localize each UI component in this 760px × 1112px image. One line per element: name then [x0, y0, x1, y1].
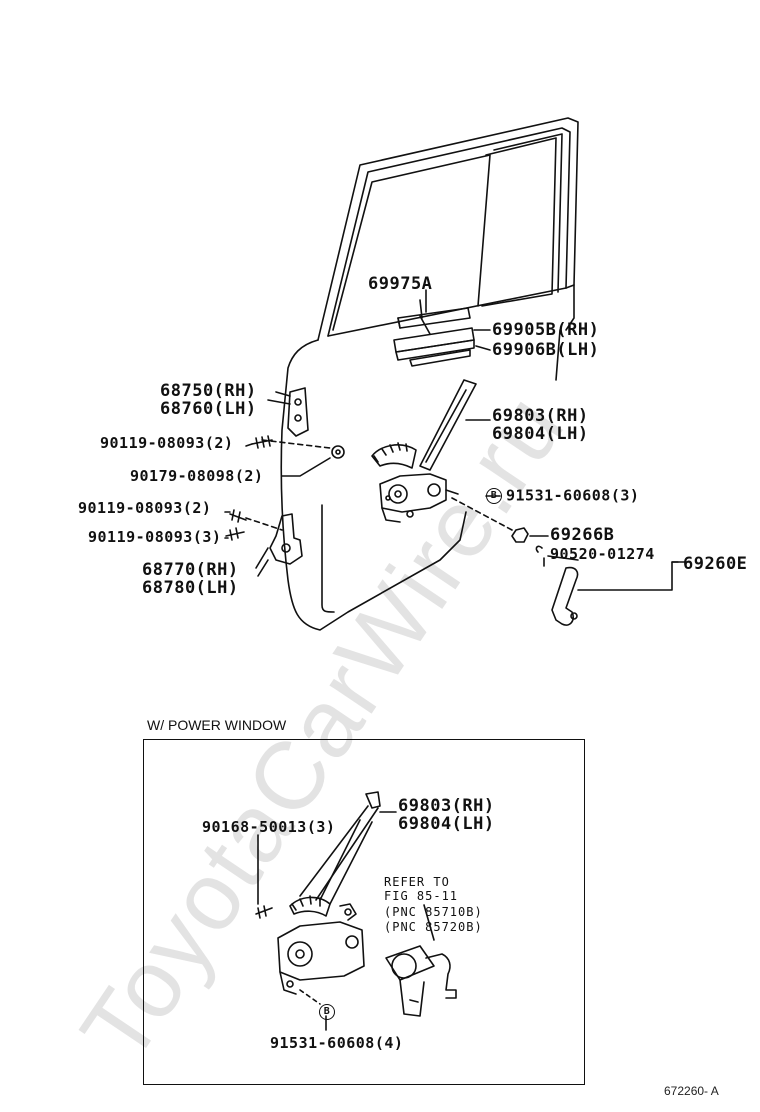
callout-90179: 90179-08098(2) [130, 467, 264, 485]
figure-id: 672260- A [664, 1084, 719, 1098]
glass-channel [393, 299, 475, 367]
power-window-caption: W/ POWER WINDOW [147, 717, 287, 733]
power-regulator [255, 791, 381, 1005]
callout-69905b: 69905B(RH) [492, 320, 600, 340]
callout-90168: 90168-50013(3) [202, 818, 336, 836]
refer-line-4: (PNC 85720B) [384, 920, 483, 934]
callout-90520: 90520-01274 [550, 545, 655, 563]
callout-68770: 68770(RH) [142, 560, 239, 580]
callout-69803-pw: 69803(RH) [398, 796, 495, 816]
lower-hinge [255, 513, 303, 569]
callout-69803-top: 69803(RH) [492, 406, 589, 426]
callout-90119-a: 90119-08093(2) [100, 434, 234, 452]
callout-68760: 68760(LH) [160, 399, 257, 419]
callout-69804-pw: 69804(LH) [398, 814, 495, 834]
bolts-left [225, 435, 345, 541]
callout-69906b: 69906B(LH) [492, 340, 600, 360]
refer-line-3: (PNC 85710B) [384, 905, 483, 919]
leader-lines-upper [224, 289, 691, 591]
callout-69260e: 69260E [683, 554, 748, 574]
callout-68750: 68750(RH) [160, 381, 257, 401]
callout-91531-pw: 91531-60608(4) [270, 1034, 404, 1052]
window-motor [385, 945, 457, 1017]
upper-hinge [275, 387, 309, 437]
power-window-frame [143, 739, 585, 1085]
refer-line-2: FIG 85-11 [384, 889, 459, 903]
callout-69804-top: 69804(LH) [492, 424, 589, 444]
refer-line-1: REFER TO [384, 875, 450, 889]
door-outline [280, 117, 579, 631]
callout-69975a: 69975A [368, 274, 433, 294]
callout-90119-c: 90119-08093(3) [88, 528, 222, 546]
b-marker: B [486, 488, 502, 504]
callout-69266b: 69266B [550, 525, 615, 545]
callout-68780: 68780(LH) [142, 578, 239, 598]
manual-regulator [371, 379, 513, 531]
b-marker-pw: B [319, 1004, 339, 1020]
window-handle [511, 527, 579, 626]
callout-90119-b: 90119-08093(2) [78, 499, 212, 517]
